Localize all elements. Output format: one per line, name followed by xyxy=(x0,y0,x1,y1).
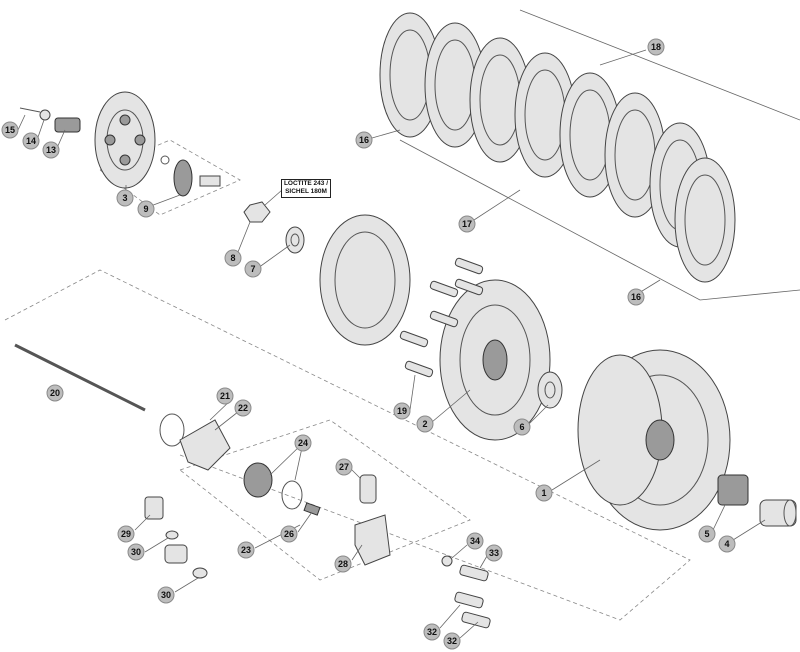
svg-text:2: 2 xyxy=(422,419,427,429)
svg-text:20: 20 xyxy=(50,388,60,398)
svg-text:27: 27 xyxy=(339,462,349,472)
svg-text:7: 7 xyxy=(250,264,255,274)
callout-9: 9 xyxy=(137,200,155,218)
callout-16-bottom: 16 xyxy=(627,288,645,306)
callout-20: 20 xyxy=(46,384,64,402)
callout-21: 21 xyxy=(216,387,234,405)
callout-8: 8 xyxy=(224,249,242,267)
callout-34: 34 xyxy=(466,532,484,550)
svg-text:13: 13 xyxy=(46,145,56,155)
nut-and-washer xyxy=(243,189,305,254)
bushing xyxy=(759,499,797,527)
pinion-gear xyxy=(160,155,221,197)
svg-text:6: 6 xyxy=(519,422,524,432)
o-ring-and-cover xyxy=(159,413,231,471)
callout-33: 33 xyxy=(485,544,503,562)
fittings xyxy=(144,496,491,629)
callout-24: 24 xyxy=(294,434,312,452)
svg-text:15: 15 xyxy=(5,125,15,135)
svg-text:19: 19 xyxy=(397,406,407,416)
loctite-note-box: LOCTITE 243 / SICHEL 180M xyxy=(281,179,331,198)
svg-text:29: 29 xyxy=(121,529,131,539)
callout-27: 27 xyxy=(335,458,353,476)
svg-text:8: 8 xyxy=(230,253,235,263)
svg-text:14: 14 xyxy=(26,136,36,146)
callout-22: 22 xyxy=(234,399,252,417)
callout-18: 18 xyxy=(647,38,665,56)
callout-26: 26 xyxy=(280,525,298,543)
callout-19: 19 xyxy=(393,402,411,420)
callout-5: 5 xyxy=(698,525,716,543)
callout-1: 1 xyxy=(535,484,553,502)
svg-text:30: 30 xyxy=(161,590,171,600)
thrust-washer xyxy=(537,371,563,409)
svg-text:30: 30 xyxy=(131,547,141,557)
callout-13: 13 xyxy=(42,141,60,159)
guide-pins xyxy=(399,257,484,378)
clutch-basket xyxy=(577,349,731,531)
svg-text:26: 26 xyxy=(284,529,294,539)
svg-text:32: 32 xyxy=(447,636,457,646)
svg-text:3: 3 xyxy=(122,193,127,203)
svg-text:16: 16 xyxy=(631,292,641,302)
callout-28: 28 xyxy=(334,555,352,573)
svg-text:24: 24 xyxy=(298,438,308,448)
callout-6: 6 xyxy=(513,418,531,436)
svg-text:21: 21 xyxy=(220,391,230,401)
svg-text:18: 18 xyxy=(651,42,661,52)
loctite-note-line-2: SICHEL 180M xyxy=(285,188,327,195)
callout-15: 15 xyxy=(1,121,19,139)
svg-text:5: 5 xyxy=(704,529,709,539)
spring-bolt-assembly xyxy=(19,107,81,133)
callout-29: 29 xyxy=(117,525,135,543)
callout-30-top: 30 xyxy=(127,543,145,561)
svg-text:4: 4 xyxy=(724,539,729,549)
callout-32-left: 32 xyxy=(423,623,441,641)
callout-30-bottom: 30 xyxy=(157,586,175,604)
svg-text:32: 32 xyxy=(427,627,437,637)
svg-text:16: 16 xyxy=(359,135,369,145)
assembly-guides xyxy=(4,139,691,621)
callout-17: 17 xyxy=(458,215,476,233)
svg-text:9: 9 xyxy=(143,204,148,214)
loctite-note-line-1: LOCTITE 243 / xyxy=(283,180,329,187)
callout-23: 23 xyxy=(237,541,255,559)
svg-text:28: 28 xyxy=(338,559,348,569)
callout-32-right: 32 xyxy=(443,632,461,650)
slave-cylinder-parts xyxy=(243,462,391,566)
callout-3: 3 xyxy=(116,189,134,207)
callout-2: 2 xyxy=(416,415,434,433)
needle-bearing xyxy=(717,474,749,506)
svg-text:22: 22 xyxy=(238,403,248,413)
callout-14: 14 xyxy=(22,132,40,150)
callout-4: 4 xyxy=(718,535,736,553)
pushrod xyxy=(14,343,146,412)
clutch-plate-stack xyxy=(379,9,800,301)
clutch-hub xyxy=(319,214,551,441)
svg-text:1: 1 xyxy=(541,488,546,498)
pressure-plate xyxy=(94,91,156,189)
svg-text:33: 33 xyxy=(489,548,499,558)
svg-text:23: 23 xyxy=(241,545,251,555)
svg-text:17: 17 xyxy=(462,219,472,229)
svg-text:34: 34 xyxy=(470,536,480,546)
callout-7: 7 xyxy=(244,260,262,278)
callout-16-top: 16 xyxy=(355,131,373,149)
